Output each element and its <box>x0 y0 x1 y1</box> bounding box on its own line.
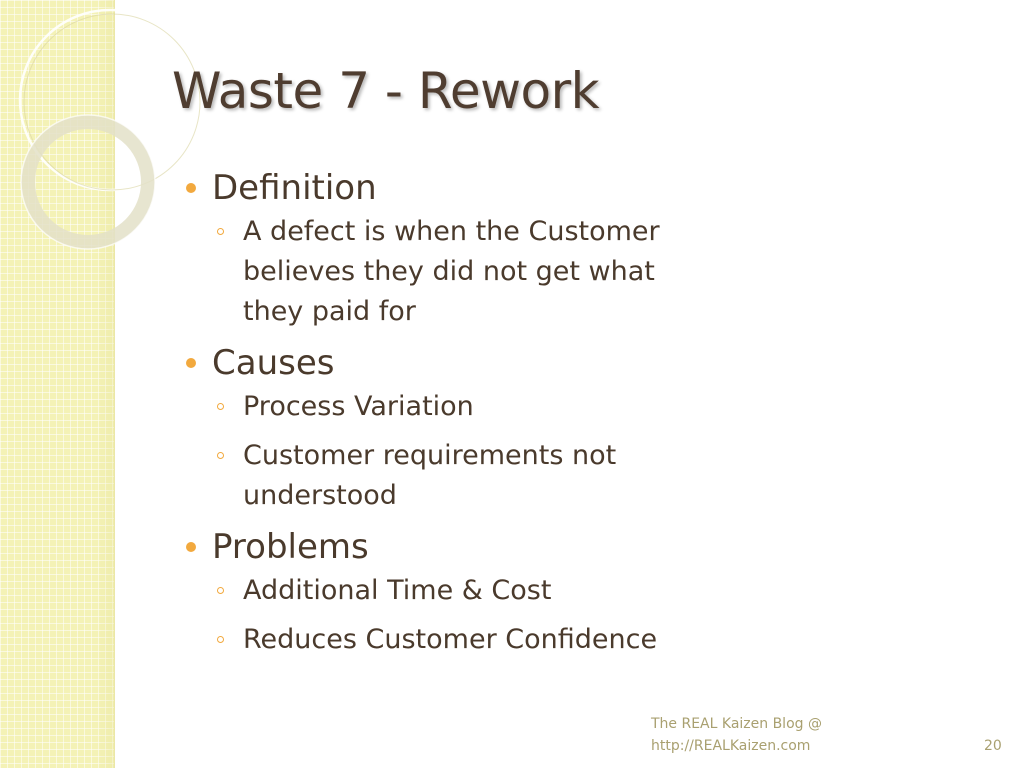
decorative-rings <box>18 8 202 250</box>
sub-bullet: Reduces Customer Confidence <box>186 620 746 660</box>
slide-title: Waste 7 - Rework <box>172 62 600 120</box>
footer-source: The REAL Kaizen Blog @ http://REALKaizen… <box>651 713 822 757</box>
footer-line-2: http://REALKaizen.com <box>651 738 811 754</box>
sub-bullet-text: A defect is when the Customer believes t… <box>243 216 660 327</box>
sub-bullet: Process Variation <box>186 387 746 427</box>
sub-bullet-ring-icon <box>217 403 224 410</box>
sub-bullet-text: Process Variation <box>243 391 474 422</box>
sub-bullet: Customer requirements not understood <box>186 436 673 516</box>
bullet-label: Problems <box>212 527 369 567</box>
footer-line-1: The REAL Kaizen Blog @ <box>651 716 822 732</box>
sub-bullet-ring-icon <box>217 587 224 594</box>
sub-bullet-ring-icon <box>217 636 224 643</box>
sidebar-shade <box>96 0 114 768</box>
sub-bullet-text: Additional Time & Cost <box>243 575 552 606</box>
bullet-dot-icon <box>186 183 196 193</box>
page-number: 20 <box>984 738 1002 754</box>
bullet-causes: Causes <box>186 341 746 385</box>
sub-bullet-text: Customer requirements not understood <box>243 440 617 511</box>
bullet-label: Causes <box>212 343 335 383</box>
sub-bullet: A defect is when the Customer believes t… <box>186 212 693 332</box>
bullet-label: Definition <box>212 168 377 208</box>
bullet-dot-icon <box>186 542 196 552</box>
bullet-dot-icon <box>186 358 196 368</box>
sub-bullet-ring-icon <box>217 228 224 235</box>
bullet-problems: Problems <box>186 525 746 569</box>
sub-bullet: Additional Time & Cost <box>186 571 746 611</box>
bullet-definition: Definition <box>186 166 746 210</box>
bullet-list: Definition A defect is when the Customer… <box>186 166 746 669</box>
sub-bullet-text: Reduces Customer Confidence <box>243 624 658 655</box>
sub-bullet-ring-icon <box>217 452 224 459</box>
